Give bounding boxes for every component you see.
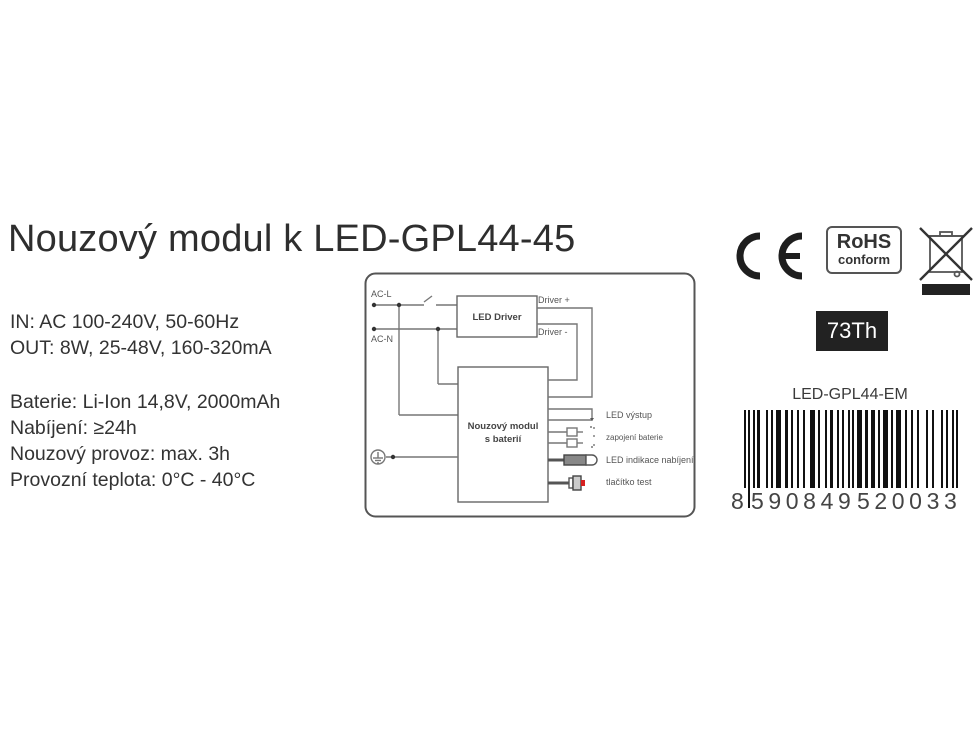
spec-emergency-runtime: Nouzový provoz: max. 3h [10, 443, 231, 465]
rohs-line1: RoHS [836, 231, 892, 253]
test-button-indicator [581, 480, 585, 486]
certification-marks: RoHS conform [720, 222, 980, 302]
spec-output: OUT: 8W, 25-48V, 160-320mA [10, 337, 272, 359]
output-battery-label: zapojení baterie [606, 433, 663, 442]
module-label-line2: s baterií [485, 434, 522, 445]
barcode-first-digit: 8 [731, 488, 749, 515]
ac-n-label: AC-N [371, 334, 393, 344]
barcode-right-digits: 520033 [857, 488, 962, 515]
spec-charging: Nabíjení: ≥24h [10, 417, 137, 439]
model-code: LED-GPL44-EM [792, 386, 908, 403]
led-driver-label: LED Driver [472, 312, 521, 323]
module-label-line1: Nouzový modul [468, 421, 539, 432]
spec-battery: Baterie: Li-Ion 14,8V, 2000mAh [10, 391, 281, 413]
ean-barcode [744, 410, 958, 508]
rohs-mark: RoHS conform [826, 226, 902, 274]
wiring-diagram: AC-L AC-N Driver + Driver - LED výstup z… [364, 272, 696, 518]
ac-l-label: AC-L [371, 289, 392, 299]
driver-minus-label: Driver - [538, 327, 568, 337]
electrical-specs: IN: AC 100-240V, 50-60Hz OUT: 8W, 25-48V… [10, 309, 272, 361]
weee-crossed-bin-icon [919, 227, 973, 295]
spec-operating-temp: Provozní teplota: 0°C - 40°C [10, 469, 256, 491]
output-led-label: LED výstup [606, 410, 652, 420]
output-charge-led-label: LED indikace nabíjení [606, 455, 694, 465]
driver-plus-label: Driver + [538, 295, 570, 305]
barcode-left-digits: 590849 [751, 488, 856, 515]
battery-specs: Baterie: Li-Ion 14,8V, 2000mAh Nabíjení:… [10, 389, 280, 493]
output-test-button-label: tlačítko test [606, 477, 652, 487]
batch-badge: 73Th [816, 311, 888, 351]
spec-input: IN: AC 100-240V, 50-60Hz [10, 311, 240, 333]
ce-mark-icon [736, 232, 803, 280]
rohs-line2: conform [838, 252, 890, 267]
product-title: Nouzový modul k LED-GPL44-45 [8, 218, 576, 260]
